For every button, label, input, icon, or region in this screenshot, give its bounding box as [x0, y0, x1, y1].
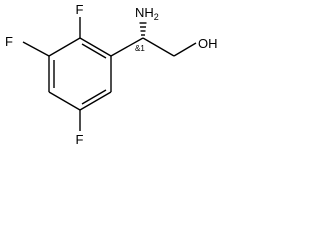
fluorine-left-label: F [5, 34, 13, 49]
ring-bond-c4-c3 [79, 91, 112, 111]
amine-label: NH2 [135, 5, 159, 22]
bond-chiral-carbon-ch2 [142, 37, 175, 57]
bond-c6-f-left [22, 41, 50, 57]
benzene-ring [48, 37, 112, 111]
ring-bond-c1-c2 [79, 37, 112, 57]
ring-bond-c5-c4 [48, 91, 81, 111]
stereo-descriptor-label: &1 [135, 44, 145, 53]
ring-bond-c1-c6 [48, 37, 81, 57]
hydroxyl-label: OH [198, 36, 218, 51]
bond-ch2-oh [173, 42, 197, 57]
fluorine-top-label: F [76, 2, 84, 17]
ring-double-bond-inner-3 [81, 89, 107, 105]
bond-ring-chiral-carbon [110, 37, 144, 57]
fluorine-bottom-label: F [76, 132, 84, 147]
ring-double-bond-inner-1 [81, 43, 107, 59]
structure-diagram: NH2 OH F F F &1 [5, 2, 218, 147]
hashed-wedge-bond [139, 22, 147, 36]
